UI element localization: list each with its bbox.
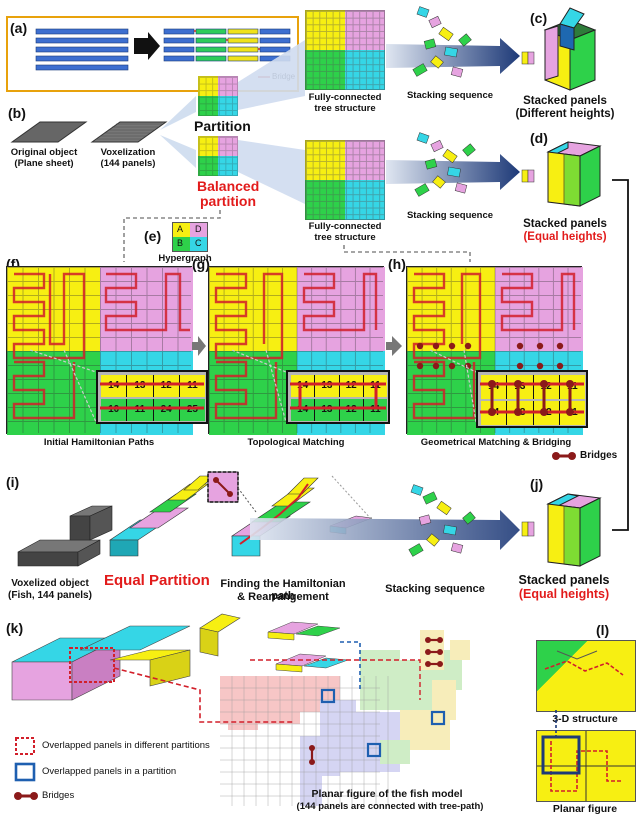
- tree-caption-mid-2: tree structure: [314, 232, 376, 243]
- hyper-cell-b: B: [177, 238, 184, 248]
- panel-label-e: (e): [144, 228, 162, 244]
- panel-label-d: (d): [530, 130, 548, 146]
- panel-label-l: (l): [596, 622, 610, 638]
- zoom-g: 14 13 12 11 14 13 12 11: [286, 370, 390, 424]
- hyper-cell-c: C: [195, 238, 202, 248]
- original-caption-1: Original object: [10, 147, 78, 158]
- tree-grid-top: [305, 10, 385, 90]
- zoom-f-top-1: 13: [127, 375, 154, 397]
- voxel-caption-2: (144 panels): [100, 158, 156, 169]
- zoom-g-bottom-3: 11: [370, 404, 381, 415]
- tree-caption-mid-1: Fully-connected: [308, 221, 382, 232]
- stacked-caption-j-2: (Equal heights): [518, 587, 610, 601]
- zoom-g-top-1: 13: [315, 375, 340, 397]
- stacked-caption-c-1: Stacked panels: [523, 95, 607, 107]
- bridges-legend-h: Bridges: [580, 450, 618, 461]
- balanced-grid: [198, 136, 238, 176]
- original-caption-2: (Plane sheet): [14, 158, 74, 169]
- planar-l-caption: Planar figure: [552, 803, 618, 815]
- tree-caption-top-2: tree structure: [314, 103, 376, 114]
- legend-bridges: Bridges: [42, 790, 75, 801]
- planar-figure-l: [536, 730, 636, 802]
- caption-g: Topological Matching: [247, 437, 345, 448]
- finding-caption-1: Finding the Hamiltonian path: [220, 578, 346, 602]
- panel-label-i: (i): [6, 474, 20, 490]
- balanced-label-2: partition: [200, 193, 256, 209]
- zoom-g-bottom-2: 12: [340, 399, 364, 421]
- zoom-f-top-3: 11: [187, 380, 198, 391]
- zoom-f: 14 13 12 11 10 11 24 25: [96, 370, 208, 424]
- zoom-f-top-0: 14: [101, 375, 128, 397]
- zoom-f-bottom-0: 10: [101, 399, 128, 421]
- panel-label-c: (c): [530, 10, 548, 26]
- planar-caption-1: Planar figure of the fish model: [311, 788, 463, 800]
- zoom-f-bottom-3: 25: [186, 404, 198, 415]
- zoom-g-top-3: 11: [370, 380, 381, 391]
- finding-caption-2: & Rearrangement: [237, 591, 329, 603]
- structure-3d-caption: 3-D structure: [552, 713, 618, 725]
- panel-label-a: (a): [10, 20, 28, 36]
- hypergraph: A D B C: [172, 222, 208, 252]
- hyper-cell-d: D: [195, 224, 202, 234]
- zoom-h-top-0: 14: [481, 375, 508, 399]
- tree-caption-top-1: Fully-connected: [308, 92, 382, 103]
- stacked-caption-d-1: Stacked panels: [523, 218, 607, 230]
- fish-voxel-caption-2: (Fish, 144 panels): [8, 590, 92, 601]
- zoom-h-bottom-1: 13: [507, 401, 534, 425]
- legend-overlap-same: Overlapped panels in a partition: [42, 766, 177, 777]
- stacked-caption-c-2: (Different heights): [515, 108, 615, 120]
- tree-grid-mid: [305, 140, 385, 220]
- caption-h: Geometrical Matching & Bridging: [420, 437, 572, 448]
- zoom-g-top-2: 12: [340, 375, 364, 397]
- panel-label-g: (g): [192, 256, 210, 272]
- zoom-h-bottom-2: 12: [534, 401, 560, 425]
- partition-label: Partition: [194, 118, 251, 134]
- zoom-h-bottom-3: 11: [567, 407, 578, 418]
- bridge-legend-label: Bridge: [272, 72, 296, 81]
- zoom-g-top-0: 14: [291, 375, 316, 397]
- panel-a-frame: [6, 16, 299, 92]
- zoom-h-bottom-0: 14: [481, 401, 508, 425]
- panel-label-h: (h): [388, 256, 406, 272]
- stacking-caption-i: Stacking sequence: [385, 583, 485, 595]
- zoom-g-bottom-1: 13: [315, 399, 340, 421]
- fish-voxel-caption-1: Voxelized object: [11, 578, 89, 589]
- caption-f: Initial Hamiltonian Paths: [43, 437, 155, 448]
- partition-grid: [198, 76, 238, 116]
- zoom-f-bottom-2: 24: [154, 399, 180, 421]
- equal-partition-label: Equal Partition: [104, 572, 210, 589]
- zoom-f-bottom-1: 11: [127, 399, 154, 421]
- stacked-caption-d-2: (Equal heights): [523, 231, 607, 243]
- panel-label-k: (k): [6, 620, 24, 636]
- panel-label-b: (b): [8, 105, 26, 121]
- voxel-caption-1: Voxelization: [100, 147, 156, 158]
- structure-3d-l: [536, 640, 636, 712]
- hyper-cell-a: A: [177, 224, 184, 234]
- zoom-h-top-3: 11: [567, 381, 578, 392]
- panel-label-j: (j): [530, 476, 544, 492]
- hypergraph-caption: Hypergraph: [158, 253, 212, 264]
- zoom-h: 14 13 12 11 14 13 12 11: [476, 370, 588, 428]
- planar-caption-2: (144 panels are connected with tree-path…: [296, 801, 484, 812]
- zoom-g-bottom-0: 14: [291, 399, 316, 421]
- legend-overlap-different: Overlapped panels in different partition…: [42, 740, 210, 751]
- stacked-caption-j-1: Stacked panels: [518, 573, 610, 587]
- zoom-h-top-2: 12: [534, 375, 560, 399]
- zoom-h-top-1: 13: [507, 375, 534, 399]
- stacking-caption-top: Stacking sequence: [406, 90, 494, 101]
- balanced-label-1: Balanced: [197, 178, 260, 194]
- stacking-caption-mid: Stacking sequence: [406, 210, 494, 221]
- zoom-f-top-2: 12: [154, 375, 180, 397]
